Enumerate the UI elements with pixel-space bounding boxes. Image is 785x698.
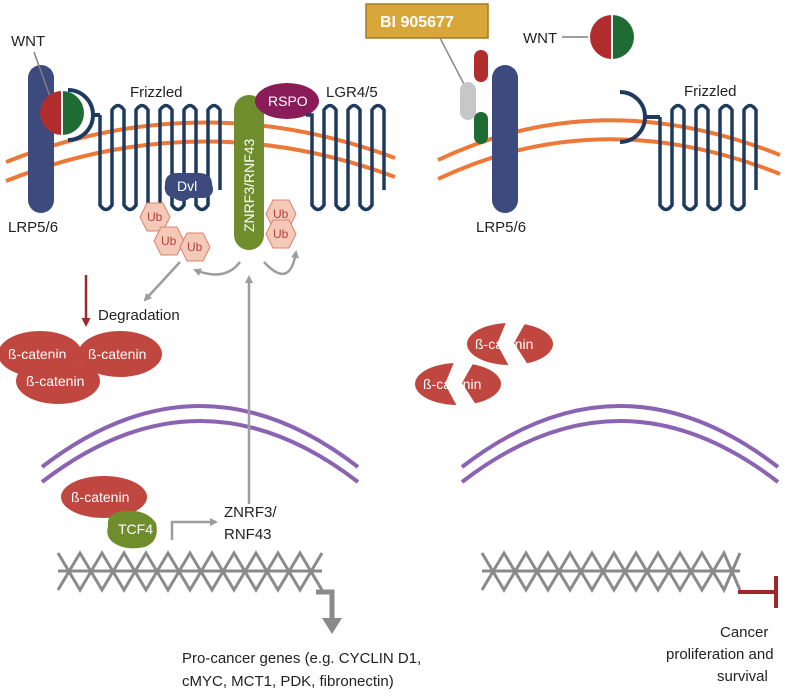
lgr-label: LGR4/5 bbox=[326, 84, 378, 101]
left-frizzled-receptor bbox=[98, 103, 222, 212]
svg-text:Ub: Ub bbox=[273, 207, 289, 221]
svg-text:TCF4: TCF4 bbox=[118, 521, 153, 537]
antibody-light-upper bbox=[474, 50, 488, 82]
right-membrane-inner bbox=[437, 137, 781, 181]
znrf3-rnf43-label: ZNRF3/RNF43 bbox=[241, 138, 257, 232]
right-wnt-label: WNT bbox=[523, 30, 557, 47]
dvl-protein bbox=[164, 173, 213, 201]
cancer-outcome-label: Cancer bbox=[720, 624, 768, 641]
catenin-nuclear: ß-catenin bbox=[61, 476, 147, 518]
antibody-light-lower bbox=[474, 112, 488, 144]
left-membrane-outer bbox=[5, 120, 396, 164]
left-membrane-inner bbox=[5, 139, 396, 183]
svg-text:Ub: Ub bbox=[273, 227, 289, 241]
right-lrp-label: LRP5/6 bbox=[476, 219, 526, 236]
catenin-degraded: ß-catenin bbox=[415, 360, 501, 408]
target-gene-label-2: RNF43 bbox=[224, 526, 272, 543]
tcf4-factor: TCF4 bbox=[107, 510, 157, 549]
rspo-ligand bbox=[255, 83, 319, 119]
gene-expression-arrowhead bbox=[322, 618, 342, 634]
svg-text:ß-catenin: ß-catenin bbox=[71, 489, 129, 505]
gene-expression-arrow bbox=[316, 589, 335, 620]
antibody-body bbox=[460, 82, 476, 120]
ub-tag: Ub bbox=[265, 219, 297, 249]
ub-tag: Ub bbox=[153, 226, 185, 256]
to-degradation-arrow bbox=[143, 261, 181, 302]
rspo-label: RSPO bbox=[268, 93, 308, 109]
znrf3-rnf43-receptor bbox=[234, 95, 264, 250]
right-lrp-receptor bbox=[492, 65, 518, 213]
bi905677-badge bbox=[365, 3, 489, 39]
degradation-curve-arrow bbox=[193, 261, 241, 276]
left-lrp-receptor bbox=[28, 65, 54, 213]
svg-text:Ub: Ub bbox=[161, 234, 177, 248]
right-wnt-ligand bbox=[590, 15, 634, 59]
left-wnt-label: WNT bbox=[11, 33, 45, 50]
transcription-arrow bbox=[170, 518, 218, 540]
right-dna bbox=[480, 549, 742, 594]
pro-cancer-genes-label-2: cMYC, MCT1, PDK, fibronectin) bbox=[182, 673, 394, 690]
cancer-outcome-label-3: survival bbox=[717, 668, 768, 685]
svg-text:Ub: Ub bbox=[187, 240, 203, 254]
right-frizzled-cup bbox=[619, 90, 647, 144]
svg-text:ß-catenin: ß-catenin bbox=[26, 373, 84, 389]
left-frizzled-label: Frizzled bbox=[130, 84, 183, 101]
left-lrp-label: LRP5/6 bbox=[8, 219, 58, 236]
svg-text:ß-catenin: ß-catenin bbox=[423, 376, 481, 392]
right-frizzled-receptor bbox=[658, 103, 758, 212]
catenin-degraded: ß-catenin bbox=[467, 320, 553, 368]
catenin-cytoplasm: ß-catenin bbox=[78, 331, 162, 377]
left-nucleus-inner bbox=[40, 419, 360, 484]
right-frizzled-label: Frizzled bbox=[684, 83, 737, 100]
right-nucleus-outer bbox=[460, 404, 780, 469]
left-wnt-ligand bbox=[40, 91, 84, 135]
svg-text:ß-catenin: ß-catenin bbox=[475, 336, 533, 352]
svg-text:Ub: Ub bbox=[147, 210, 163, 224]
ub-tag: Ub bbox=[179, 232, 211, 262]
svg-text:ß-catenin: ß-catenin bbox=[8, 346, 66, 362]
right-nucleus-inner bbox=[460, 419, 780, 484]
dvl-label: Dvl bbox=[177, 178, 197, 194]
bi905677-label: BI 905677 bbox=[380, 14, 454, 31]
cancer-outcome-label-2: proliferation and bbox=[666, 646, 774, 663]
pro-cancer-genes-label: Pro-cancer genes (e.g. CYCLIN D1, bbox=[182, 650, 421, 667]
degradation-label: Degradation bbox=[98, 307, 180, 324]
left-nucleus-outer bbox=[40, 404, 360, 469]
ub-recycle-curve-arrow bbox=[263, 250, 300, 275]
lgr-receptor bbox=[306, 103, 386, 212]
bi905677-pointer bbox=[439, 37, 467, 89]
catenin-cytoplasm: ß-catenin bbox=[16, 358, 100, 404]
target-gene-label: ZNRF3/ bbox=[224, 504, 277, 521]
left-dna bbox=[56, 550, 324, 593]
left-wnt-pointer bbox=[33, 51, 53, 103]
svg-text:ß-catenin: ß-catenin bbox=[88, 346, 146, 362]
